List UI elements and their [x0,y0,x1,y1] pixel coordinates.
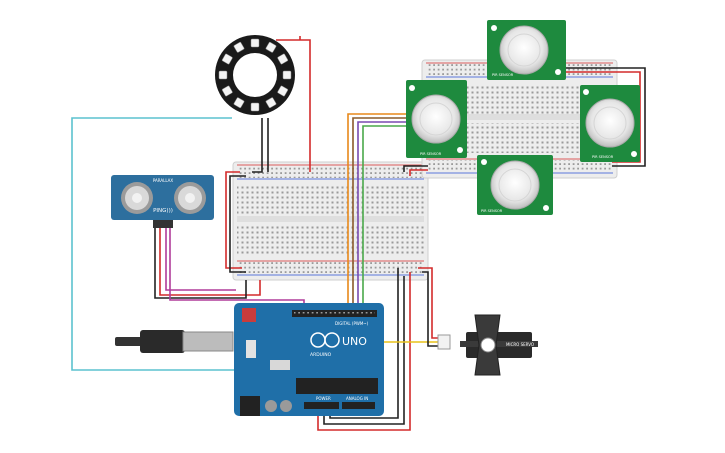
wire-pir-orange [347,113,433,312]
pir-sensor-left[interactable]: PIR SENSOR [406,80,467,158]
arduino-digital-label: DIGITAL (PWM~) [335,321,369,326]
wire-ping-sig [165,228,236,291]
pir-bottom-label: PIR SENSOR [481,209,503,213]
wire-rail-black-left [229,175,246,273]
wire-ping-vcc [159,228,261,296]
wire-ring-din [252,118,263,173]
arduino-analog-label: ANALOG IN [346,396,368,401]
wire-ping-gnd [154,228,247,299]
servo-label: MICRO SERVO [506,342,534,347]
usb-cable [115,330,234,353]
ping-ultrasonic-sensor[interactable]: PING))) PARALLAX [111,175,214,228]
wire-servo-gnd [422,271,440,347]
pir-top-label: PIR SENSOR [492,73,514,77]
wire-pir-brown [352,117,430,312]
wire-gnd [323,276,405,425]
pir-left-label: PIR SENSOR [420,152,442,156]
wire-servo-vcc [418,267,440,339]
ping-brand: PARALLAX [153,178,174,183]
arduino-power-label: POWER [316,396,331,401]
pir-right-label: PIR SENSOR [592,155,614,159]
wire-pir-vcc-bottom [409,169,428,176]
wire-5v [317,272,411,431]
wire-rail-red-left [225,171,242,269]
main-breadboard [232,161,429,281]
arduino-uno[interactable]: UNO ARDUINO DIGITAL (PWM~) POWER ANALOG … [234,303,384,416]
arduino-brand: ARDUINO [310,352,332,358]
pir-sensor-right[interactable]: PIR SENSOR [580,85,640,162]
wire-pir-rail-black-right [560,67,646,167]
ping-label: PING))) [153,208,173,214]
micro-servo[interactable]: MICRO SERVO [437,314,538,376]
pir-sensor-top[interactable]: PIR SENSOR [487,20,566,80]
wire-ring-vcc [276,39,311,172]
wire-ring-data-cyan [71,117,236,371]
arduino-model: UNO [342,335,367,348]
pir-sensor-bottom[interactable]: PIR SENSOR [477,155,553,215]
neopixel-ring[interactable] [215,35,295,115]
wire-pir-gnd-bottom [403,165,428,172]
